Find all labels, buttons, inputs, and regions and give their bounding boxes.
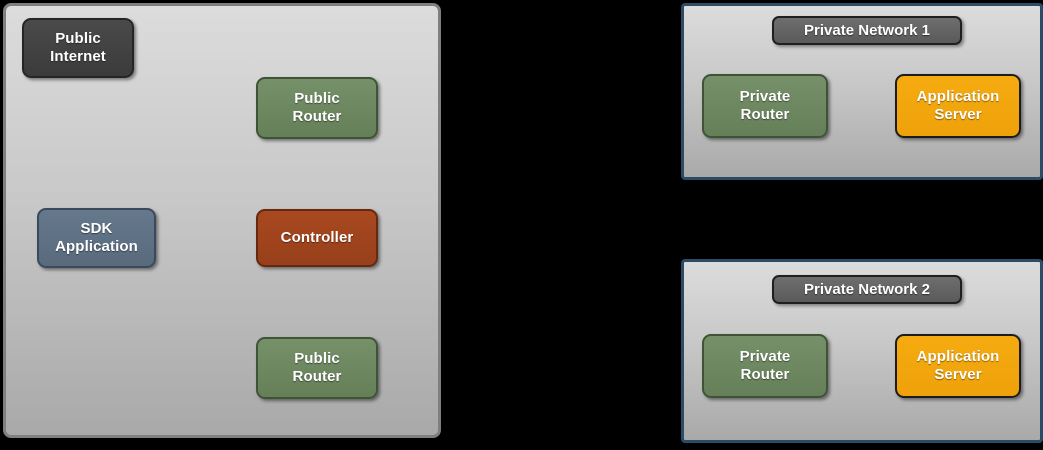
private-network-2-title: Private Network 2: [772, 275, 962, 304]
node-application-server-1[interactable]: Application Server: [895, 74, 1021, 138]
node-sdk-application-label: SDK Application: [55, 220, 138, 255]
node-private-router-1-label: Private Router: [739, 88, 791, 123]
node-application-server-2-label: Application Server: [916, 348, 1000, 383]
private-network-1-panel: Private Network 1 Private Router Applica…: [681, 3, 1043, 180]
node-public-internet[interactable]: Public Internet: [22, 18, 134, 78]
private-network-2-panel: Private Network 2 Private Router Applica…: [681, 259, 1043, 443]
node-public-router-top-label: Public Router: [292, 90, 342, 125]
node-private-router-1[interactable]: Private Router: [702, 74, 828, 138]
public-zone-panel: Public Internet Public Router SDK Applic…: [3, 3, 441, 438]
node-application-server-2[interactable]: Application Server: [895, 334, 1021, 398]
private-network-2-title-label: Private Network 2: [804, 281, 930, 298]
private-network-1-title: Private Network 1: [772, 16, 962, 45]
node-public-internet-label: Public Internet: [50, 30, 106, 65]
node-controller[interactable]: Controller: [256, 209, 378, 267]
node-private-router-2-label: Private Router: [739, 348, 791, 383]
node-public-router-bottom-label: Public Router: [292, 350, 342, 385]
node-public-router-bottom[interactable]: Public Router: [256, 337, 378, 399]
private-network-1-title-label: Private Network 1: [804, 22, 930, 39]
node-sdk-application[interactable]: SDK Application: [37, 208, 156, 268]
node-application-server-1-label: Application Server: [916, 88, 1000, 123]
node-public-router-top[interactable]: Public Router: [256, 77, 378, 139]
node-private-router-2[interactable]: Private Router: [702, 334, 828, 398]
node-controller-label: Controller: [280, 229, 354, 247]
